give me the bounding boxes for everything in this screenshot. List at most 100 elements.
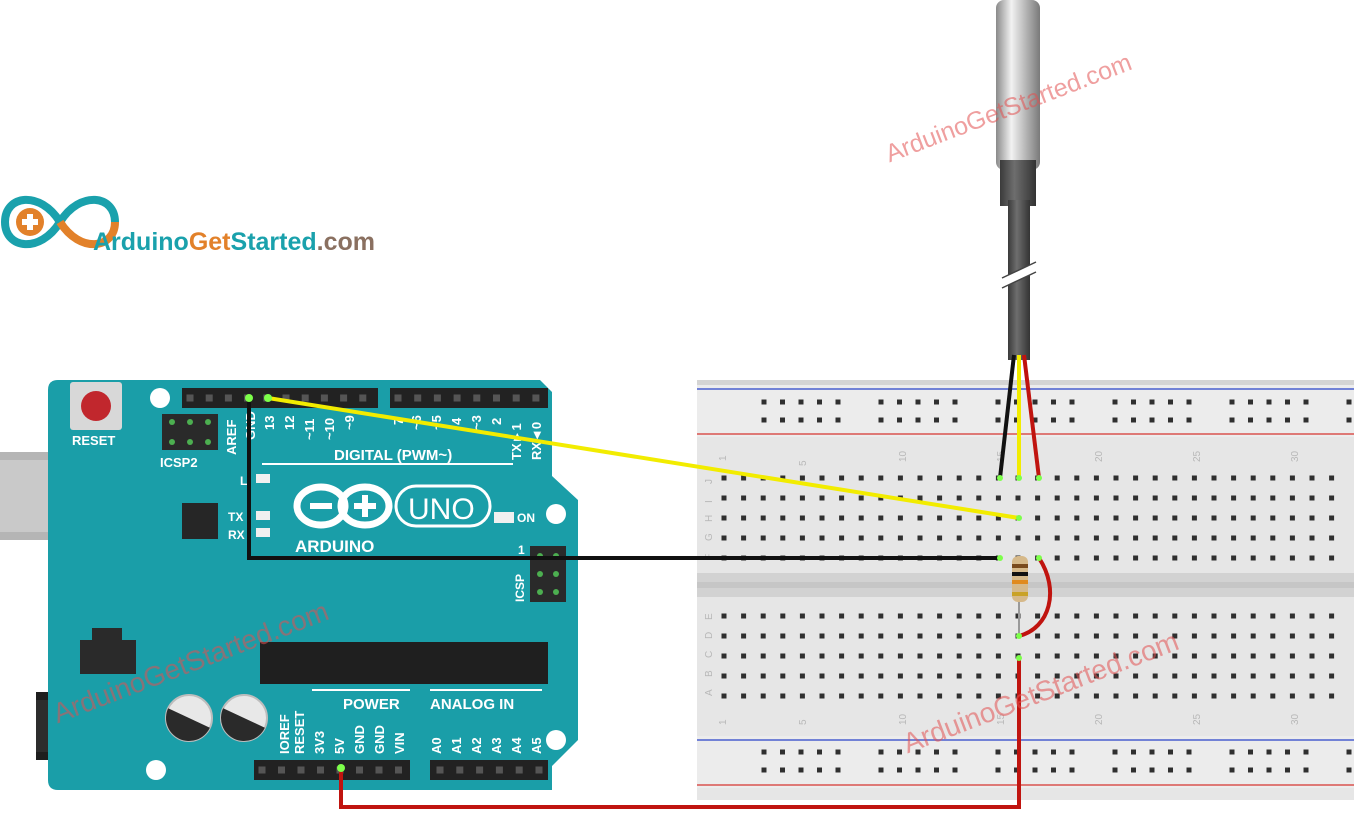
icsp2-header bbox=[162, 414, 218, 450]
breadboard-hole bbox=[1231, 515, 1237, 521]
power-pin-label-3v3: 3V3 bbox=[312, 731, 327, 754]
header-pin bbox=[436, 766, 444, 774]
breadboard-hole bbox=[1231, 495, 1237, 501]
rail-hole bbox=[995, 399, 1001, 405]
rail-hole bbox=[995, 749, 1001, 755]
regulator-tab bbox=[92, 628, 122, 642]
breadboard-hole bbox=[799, 475, 805, 481]
breadboard-hole bbox=[1035, 693, 1041, 699]
breadboard-hole bbox=[1270, 555, 1276, 561]
top-power-rail bbox=[697, 385, 1354, 437]
rail-hole bbox=[1149, 399, 1155, 405]
rail-hole bbox=[798, 767, 804, 773]
breadboard-hole bbox=[1074, 555, 1080, 561]
col-number-top-25: 25 bbox=[1192, 450, 1203, 462]
breadboard-hole bbox=[976, 653, 982, 659]
breadboard-hole bbox=[760, 653, 766, 659]
power-pin-label-reset: RESET bbox=[292, 711, 307, 754]
reset-button-cap[interactable] bbox=[81, 391, 111, 421]
breadboard-hole bbox=[1309, 613, 1315, 619]
col-number-top-20: 20 bbox=[1094, 450, 1105, 462]
breadboard-hole bbox=[1231, 653, 1237, 659]
breadboard-hole bbox=[1329, 613, 1335, 619]
rail-hole bbox=[780, 417, 785, 423]
breadboard-hole bbox=[1289, 653, 1295, 659]
breadboard-hole bbox=[917, 535, 923, 541]
breadboard-hole bbox=[1054, 475, 1060, 481]
header-pin bbox=[359, 394, 367, 402]
header-pin bbox=[297, 766, 305, 774]
breadboard-hole bbox=[780, 673, 786, 679]
breadboard-hole bbox=[1309, 693, 1315, 699]
breadboard-hole bbox=[1093, 535, 1099, 541]
rail-hole bbox=[878, 749, 884, 755]
breadboard-hole bbox=[1152, 633, 1158, 639]
icsp-label: ICSP bbox=[513, 574, 527, 602]
row-letter-g: G bbox=[704, 533, 715, 541]
analog-pin-label-a4: A4 bbox=[509, 737, 524, 754]
breadboard-hole bbox=[1329, 535, 1335, 541]
pin-label-tx1: TX►1 bbox=[509, 423, 524, 460]
breadboard-hole bbox=[1093, 673, 1099, 679]
breadboard-hole bbox=[1152, 475, 1158, 481]
breadboard-hole bbox=[917, 693, 923, 699]
rail-hole bbox=[761, 767, 767, 773]
breadboard-hole bbox=[819, 475, 825, 481]
breadboard-hole bbox=[1093, 693, 1099, 699]
rail-hole bbox=[1346, 417, 1352, 423]
connection-points bbox=[245, 394, 1042, 772]
breadboard-hole bbox=[1172, 693, 1178, 699]
on-led bbox=[494, 512, 514, 523]
power-pin-label-5v: 5V bbox=[332, 738, 347, 754]
header-pin bbox=[258, 766, 266, 774]
row-letter-e: E bbox=[704, 613, 715, 620]
header-pin bbox=[414, 394, 422, 402]
breadboard-hole bbox=[858, 633, 864, 639]
breadboard-holes bbox=[721, 399, 1352, 773]
breadboard-hole bbox=[878, 693, 884, 699]
logo-text-com: .com bbox=[316, 228, 376, 256]
rail-hole bbox=[1131, 749, 1136, 755]
rail-hole bbox=[817, 399, 822, 405]
breadboard-hole bbox=[956, 535, 962, 541]
rail-hole bbox=[1266, 417, 1272, 423]
breadboard-hole bbox=[741, 673, 747, 679]
breadboard-hole bbox=[1329, 673, 1335, 679]
breadboard-hole bbox=[1250, 673, 1256, 679]
rail-hole bbox=[817, 417, 822, 423]
col-number-top-10: 10 bbox=[898, 450, 909, 462]
rail-hole bbox=[1303, 399, 1309, 405]
breadboard-hole bbox=[1211, 613, 1217, 619]
rail-hole bbox=[798, 417, 804, 423]
breadboard-hole bbox=[1270, 633, 1276, 639]
power-pin-label-gnd-2: GND bbox=[372, 725, 387, 754]
breadboard-hole bbox=[878, 475, 884, 481]
l-led-label: L bbox=[240, 474, 247, 488]
analog-pin-label-a2: A2 bbox=[469, 737, 484, 754]
rail-hole bbox=[897, 399, 902, 405]
breadboard-hole bbox=[1289, 613, 1295, 619]
breadboard: 1 5 10 15 20 25 30 1 5 10 15 20 25 30 J … bbox=[697, 380, 1354, 800]
rail-hole bbox=[835, 399, 841, 405]
breadboard-hole bbox=[839, 475, 845, 481]
rx-led-label: RX bbox=[228, 528, 245, 542]
rail-hole bbox=[1168, 767, 1173, 773]
breadboard-hole bbox=[956, 653, 962, 659]
col-number-bottom-5: 5 bbox=[798, 719, 809, 725]
breadboard-hole bbox=[760, 673, 766, 679]
breadboard-hole bbox=[1270, 495, 1276, 501]
row-letter-b: B bbox=[704, 670, 715, 677]
breadboard-hole bbox=[976, 633, 982, 639]
analog-in-label: ANALOG IN bbox=[430, 696, 514, 713]
breadboard-hole bbox=[956, 475, 962, 481]
logo-text-get: Get bbox=[188, 228, 231, 256]
breadboard-hole bbox=[1309, 475, 1315, 481]
header-pin bbox=[224, 394, 232, 402]
rail-hole bbox=[761, 749, 767, 755]
cable-break-mark bbox=[1002, 262, 1036, 288]
rail-hole bbox=[1186, 417, 1192, 423]
breadboard-hole bbox=[839, 515, 845, 521]
rail-hole bbox=[780, 399, 785, 405]
breadboard-hole bbox=[1309, 555, 1315, 561]
pin-label-aref: AREF bbox=[224, 420, 239, 455]
